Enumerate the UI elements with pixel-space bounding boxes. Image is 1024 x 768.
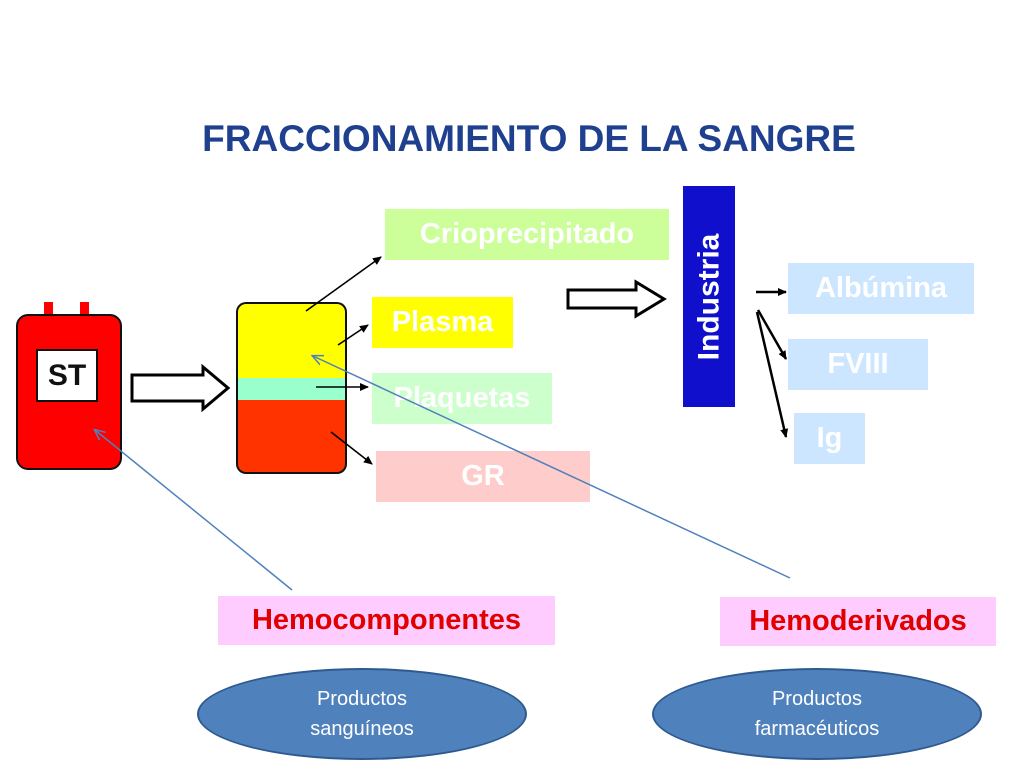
tube-red-cell-layer: [236, 400, 347, 474]
tube-plasma-layer: [236, 302, 347, 380]
plaquetas-box: Plaquetas: [372, 373, 552, 424]
arrow-to-crioprecipitado: [305, 256, 382, 312]
arrow-to-gr: [330, 431, 373, 465]
crioprecipitado-box: Crioprecipitado: [385, 209, 669, 260]
pointer-hemocomponentes-to-bag: [95, 430, 293, 591]
block-arrow-to-industria: [566, 279, 667, 319]
pointer-hemoderivados-to-plasma: [313, 356, 791, 579]
productos-sanguineos-line1: Productos: [316, 688, 408, 710]
block-arrow-bag-to-tube: [130, 363, 231, 413]
tube-platelet-layer: [236, 378, 347, 400]
hemoderivados-label: Hemoderivados: [720, 597, 996, 646]
diagram-title: FRACCIONAMIENTO DE LA SANGRE: [202, 118, 856, 159]
productos-sanguineos-line2: sanguíneos: [310, 718, 414, 740]
fviii-box: FVIII: [788, 339, 928, 390]
bag-tab-left: [44, 302, 53, 314]
productos-farmaceuticos-ellipse: Productos farmacéuticos: [652, 668, 982, 760]
ig-box: Ig: [794, 413, 865, 464]
blood-bag-label: ST: [36, 349, 98, 402]
arrow-to-fviii: [756, 309, 788, 360]
productos-farmaceuticos-line2: farmacéuticos: [754, 718, 880, 740]
albumina-box: Albúmina: [788, 263, 974, 314]
plasma-box: Plasma: [372, 297, 513, 348]
arrow-to-plasma: [337, 324, 369, 346]
productos-farmaceuticos-line1: Productos: [771, 688, 863, 710]
industria-box: Industria: [683, 186, 735, 407]
bag-tab-right: [80, 302, 89, 314]
hemocomponentes-label: Hemocomponentes: [218, 596, 555, 645]
arrow-to-ig: [755, 311, 789, 438]
productos-sanguineos-ellipse: Productos sanguíneos: [197, 668, 527, 760]
gr-box: GR: [376, 451, 590, 502]
